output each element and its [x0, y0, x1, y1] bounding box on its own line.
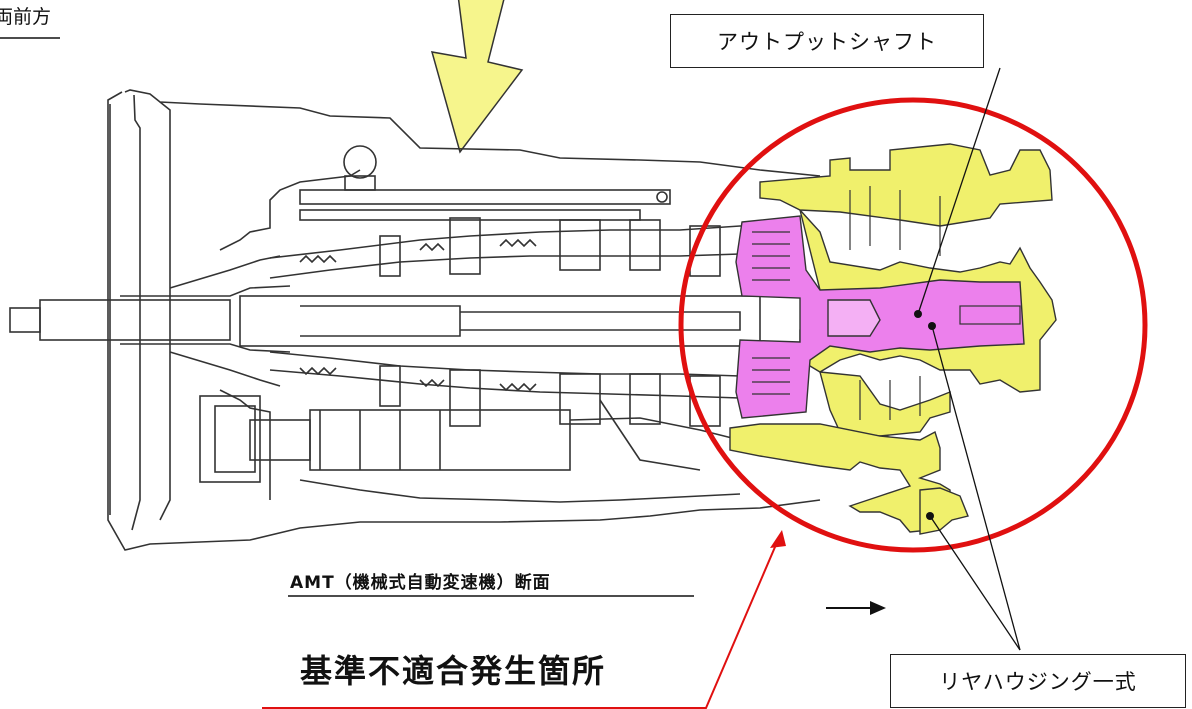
nonconformity-highlight-ring	[678, 97, 1148, 553]
transmission-housing	[9, 89, 821, 551]
diagram-caption: AMT（機械式自動変速機）断面	[290, 573, 551, 593]
rear-housing-label: リヤハウジング一式	[890, 654, 1186, 708]
corner-label: 両前方	[0, 6, 52, 28]
output-shaft-label: アウトプットシャフト	[670, 14, 984, 68]
leader-lines	[917, 67, 1021, 651]
nonconformity-site-label: 基準不適合発生箇所	[300, 652, 607, 690]
output-shaft	[735, 215, 1025, 419]
indicator-arrow	[430, 0, 524, 154]
direction-arrow	[826, 601, 886, 615]
nonconformity-pointer-line	[262, 539, 779, 709]
